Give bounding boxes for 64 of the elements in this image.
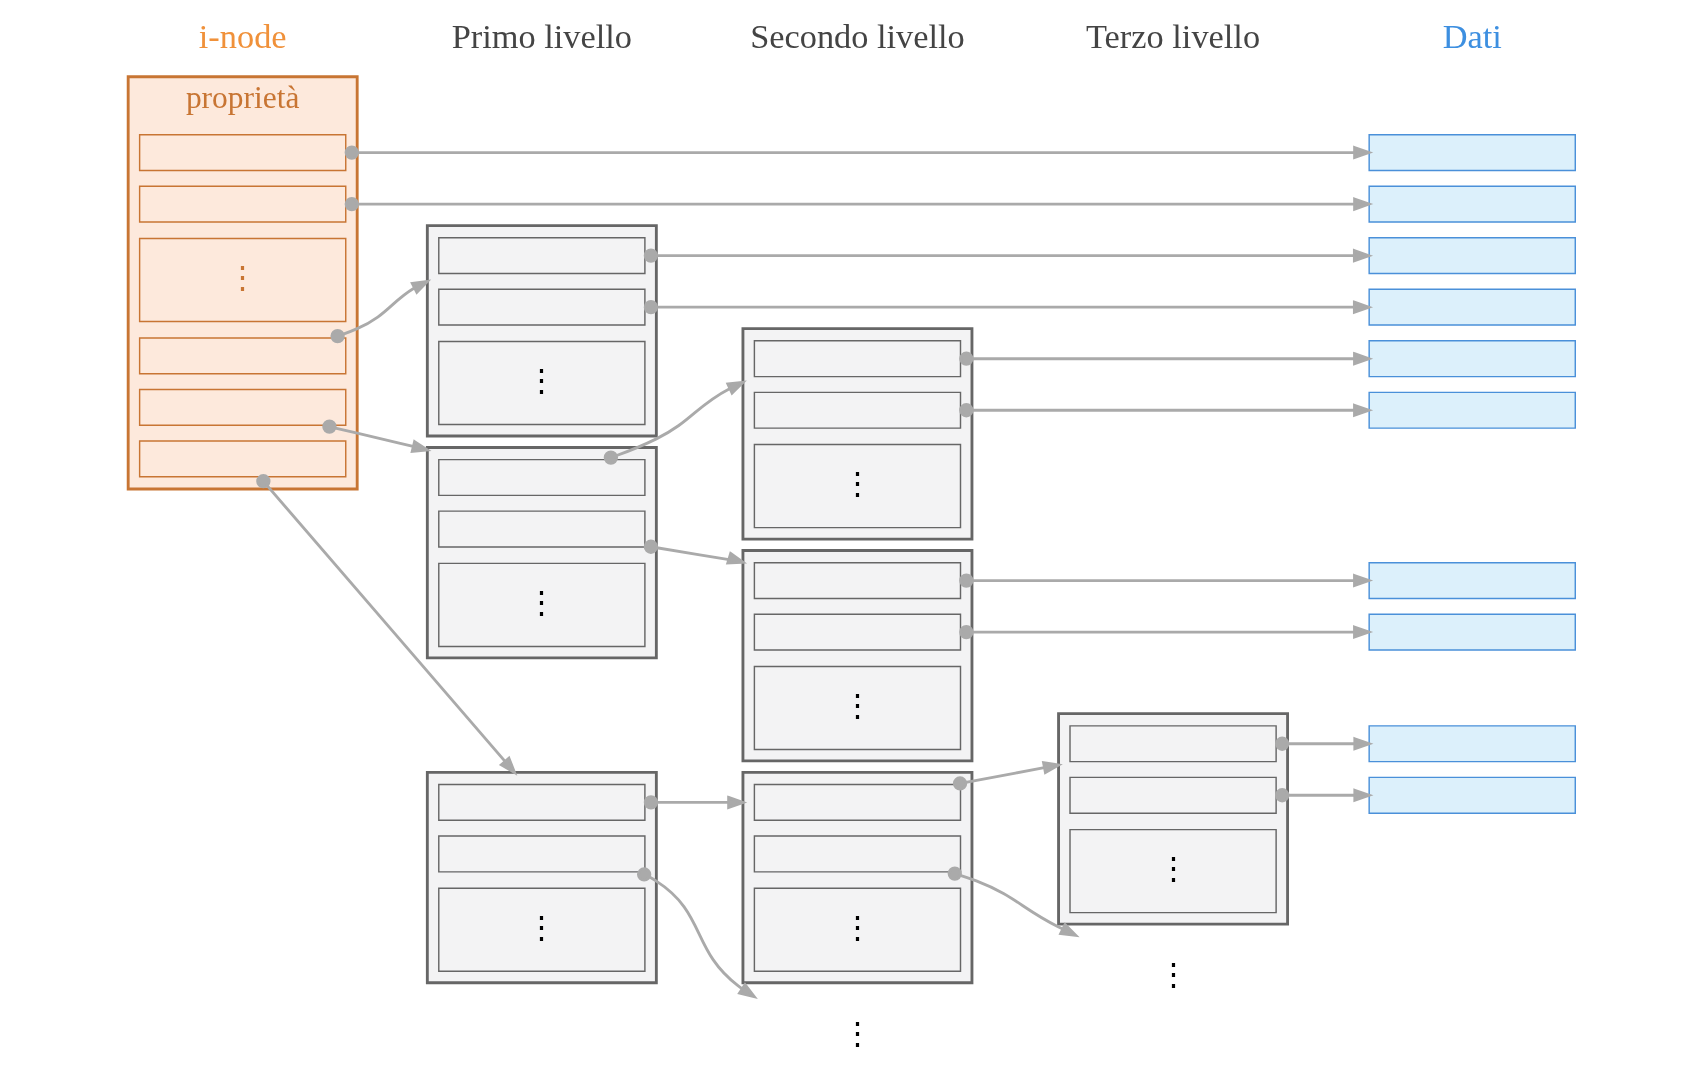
node-box: ⋮	[437, 562, 646, 648]
node-box	[1367, 185, 1576, 223]
node-box	[753, 835, 961, 873]
node-text: ⋮	[1157, 957, 1189, 993]
node-box	[138, 134, 346, 172]
node-box	[1367, 288, 1576, 326]
node-box	[138, 440, 346, 478]
arrow	[643, 300, 1373, 315]
label: Dati	[1442, 17, 1502, 56]
arrow	[958, 624, 1373, 640]
label: Terzo livello	[1085, 17, 1260, 56]
node-box: ⋮	[437, 887, 646, 973]
node-box	[753, 613, 961, 651]
node-box	[138, 185, 346, 223]
node-text: ⋮	[841, 1015, 873, 1051]
arrow	[1274, 736, 1373, 751]
node-box	[1068, 776, 1277, 814]
label: Secondo livello	[749, 17, 965, 56]
label: i-node	[198, 17, 287, 56]
node-box	[753, 783, 961, 822]
arrow	[958, 573, 1373, 588]
arrow	[958, 351, 1373, 366]
arrow	[255, 474, 517, 776]
arrow	[603, 380, 747, 465]
arrow	[958, 403, 1373, 418]
label: Primo livello	[451, 17, 632, 56]
node-box: ⋮	[437, 340, 646, 426]
node-box	[753, 391, 961, 429]
arrow	[643, 795, 747, 810]
node-box	[1367, 776, 1576, 814]
node-box	[437, 783, 646, 822]
node-box	[437, 510, 646, 548]
cluster	[741, 770, 973, 985]
node-box: ⋮	[138, 237, 346, 323]
arrow	[344, 145, 1373, 160]
node-box	[1367, 613, 1576, 651]
arrow	[1274, 788, 1373, 803]
node-box: ⋮	[753, 665, 961, 751]
node-box	[1367, 340, 1576, 378]
node-box: ⋮	[1068, 828, 1277, 914]
arrow	[329, 279, 431, 344]
node-box	[1367, 237, 1576, 275]
arrow	[636, 867, 758, 1000]
node-box: ⋮	[753, 887, 961, 973]
node-box	[753, 561, 961, 600]
node-box	[437, 835, 646, 873]
node-box	[138, 337, 346, 375]
node-box	[437, 288, 646, 326]
node-box	[1068, 725, 1277, 763]
arrow	[344, 196, 1373, 212]
node-box	[1367, 725, 1576, 763]
node-box	[1367, 561, 1576, 600]
node-box	[753, 340, 961, 378]
node-box	[1367, 134, 1576, 172]
node-box: ⋮	[753, 443, 961, 529]
node-box	[1367, 391, 1576, 429]
arrow	[952, 760, 1063, 791]
node-box	[138, 388, 346, 426]
node-box	[437, 237, 646, 275]
arrow	[947, 866, 1080, 938]
arrow	[643, 248, 1373, 263]
arrow	[643, 539, 747, 565]
node-box	[437, 458, 646, 497]
arrow	[321, 419, 432, 453]
